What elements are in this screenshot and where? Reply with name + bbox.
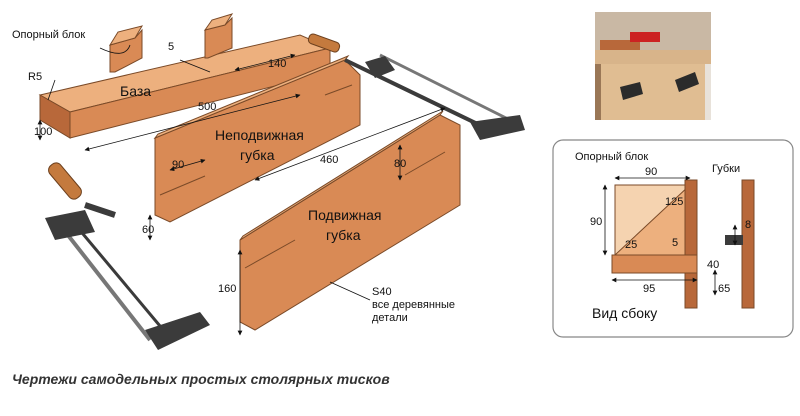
label-moving-jaw-2: губка <box>326 227 361 243</box>
figure-caption: Чертежи самодельных простых столярных ти… <box>12 371 390 387</box>
label-r5: R5 <box>28 71 42 83</box>
label-material-3: детали <box>372 312 408 324</box>
label-material-2: все деревянные <box>372 299 455 311</box>
support-block-right <box>203 13 234 59</box>
label-fixed-jaw-1: Неподвижная <box>215 127 304 143</box>
dim-100: 100 <box>34 126 52 138</box>
side-dim-90-left: 90 <box>590 216 602 228</box>
dimension-lines <box>37 44 446 336</box>
dim-160: 160 <box>218 283 236 295</box>
dim-140: 140 <box>268 58 286 70</box>
side-dim-5: 5 <box>672 237 678 249</box>
dim-60: 60 <box>142 224 154 236</box>
label-support-block: Опорный блок <box>12 29 85 41</box>
side-dim-65: 65 <box>718 283 730 295</box>
side-dim-95: 95 <box>643 283 655 295</box>
side-view-title: Вид сбоку <box>592 305 657 321</box>
side-label-jaws: Губки <box>712 163 740 175</box>
dim-460: 460 <box>320 154 338 166</box>
dim-80: 80 <box>394 158 406 170</box>
dim-500: 500 <box>198 101 216 113</box>
clamp-left <box>45 162 210 350</box>
label-base: База <box>120 83 151 99</box>
side-dim-125: 125 <box>665 196 683 208</box>
side-dim-8: 8 <box>745 219 751 231</box>
photo-inset <box>595 12 711 120</box>
side-dim-90-top: 90 <box>645 166 657 178</box>
dim-90: 90 <box>172 159 184 171</box>
clamp-right <box>307 33 525 140</box>
label-fixed-jaw-2: губка <box>240 147 275 163</box>
dim-5: 5 <box>168 41 174 53</box>
support-block-left <box>108 25 144 73</box>
label-moving-jaw-1: Подвижная <box>308 207 381 223</box>
side-dim-25: 25 <box>625 239 637 251</box>
label-material-1: S40 <box>372 286 392 298</box>
side-dim-40: 40 <box>707 259 719 271</box>
side-view-panel <box>552 139 794 338</box>
side-label-support-block: Опорный блок <box>575 151 648 163</box>
